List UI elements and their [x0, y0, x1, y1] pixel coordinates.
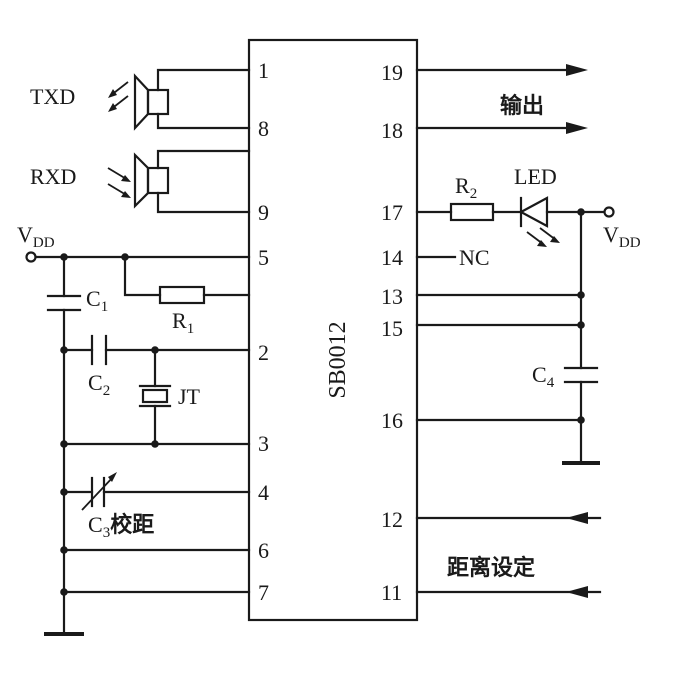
pin-14: 14	[381, 245, 403, 270]
led-diode-icon	[518, 196, 560, 247]
txd-transducer	[133, 68, 251, 131]
nc-label: NC	[459, 245, 490, 270]
pin-19: 19	[381, 60, 403, 85]
input-arrow-11-icon	[566, 586, 588, 598]
distance-setting-label: 距离设定	[447, 555, 535, 581]
output-arrow-19-icon	[566, 64, 588, 76]
pin-18: 18	[381, 118, 403, 143]
ic-body	[247, 38, 419, 622]
r2-label: R2	[455, 173, 477, 202]
r1-label: R1	[172, 308, 194, 337]
txd-label: TXD	[30, 84, 75, 109]
vdd-right-label: VDD	[603, 222, 641, 251]
c2-capacitor	[90, 334, 108, 366]
pin-9: 9	[258, 200, 269, 225]
c2-label: C2	[88, 370, 110, 399]
vdd-left-terminal	[25, 251, 37, 263]
pin-4: 4	[258, 480, 269, 505]
chip-name: SB0012	[325, 321, 351, 398]
led-label: LED	[514, 164, 557, 189]
pin-13: 13	[381, 284, 403, 309]
pin-11: 11	[381, 580, 402, 605]
pin-6: 6	[258, 538, 269, 563]
pin-12: 12	[381, 507, 403, 532]
pin-8: 8	[258, 116, 269, 141]
vdd-left-label: VDD	[17, 222, 55, 251]
pin-3: 3	[258, 431, 269, 456]
rxd-reception-arrows-icon	[107, 167, 131, 198]
jt-label: JT	[178, 384, 201, 409]
rxd-transducer	[133, 149, 251, 214]
c1-capacitor	[46, 294, 82, 312]
rxd-label: RXD	[30, 164, 76, 189]
r2-resistor	[449, 202, 495, 222]
txd-emission-arrows-icon	[108, 81, 129, 112]
pin-2: 2	[258, 340, 269, 365]
jt-crystal	[138, 384, 172, 408]
c1-label: C1	[86, 286, 108, 315]
input-arrow-12-icon	[566, 512, 588, 524]
pin-15: 15	[381, 316, 403, 341]
pin-7: 7	[258, 580, 269, 605]
output-arrow-18-icon	[566, 122, 588, 134]
pin-17: 17	[381, 200, 403, 225]
pin-16: 16	[381, 408, 403, 433]
output-label: 输出	[500, 93, 544, 119]
pin-5: 5	[258, 245, 269, 270]
c4-label: C4	[532, 362, 555, 391]
c3-label: C3校距	[88, 512, 154, 541]
r1-resistor	[158, 285, 206, 305]
vdd-right-terminal	[603, 206, 615, 218]
pin-1: 1	[258, 58, 269, 83]
c4-capacitor	[563, 366, 599, 384]
